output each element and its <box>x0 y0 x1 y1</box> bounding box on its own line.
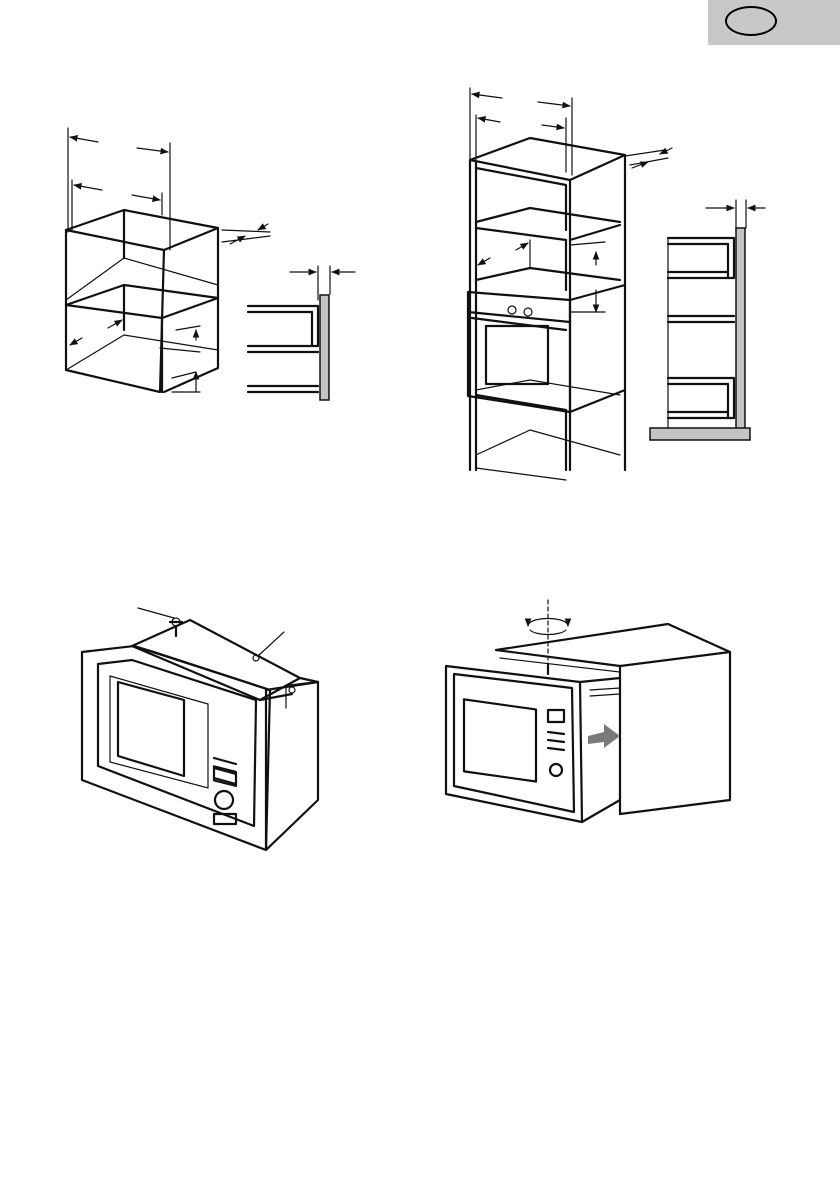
height-arrows <box>478 242 605 312</box>
push-arrow-icon <box>588 724 620 748</box>
cabinet-body <box>66 210 218 392</box>
gap-arrow-top <box>222 224 270 244</box>
rotation-indicator <box>528 600 568 674</box>
figure-slide-into-cabinet <box>440 600 740 840</box>
tall-cabinet <box>470 138 625 480</box>
side-section <box>650 200 765 440</box>
figure-cabinet-dimensions <box>0 0 420 480</box>
figure-frame-screw-fixing <box>60 590 360 860</box>
side-section <box>248 266 355 400</box>
figure-tall-unit-dimensions <box>420 0 840 480</box>
side-bracket <box>590 688 620 696</box>
door-window <box>110 676 236 824</box>
oven <box>468 285 625 412</box>
width-dimension-outer <box>68 128 170 250</box>
cabinet <box>496 624 730 814</box>
gap-arrow-top <box>625 148 672 168</box>
height-arrow <box>160 326 200 392</box>
bracket <box>260 682 318 700</box>
